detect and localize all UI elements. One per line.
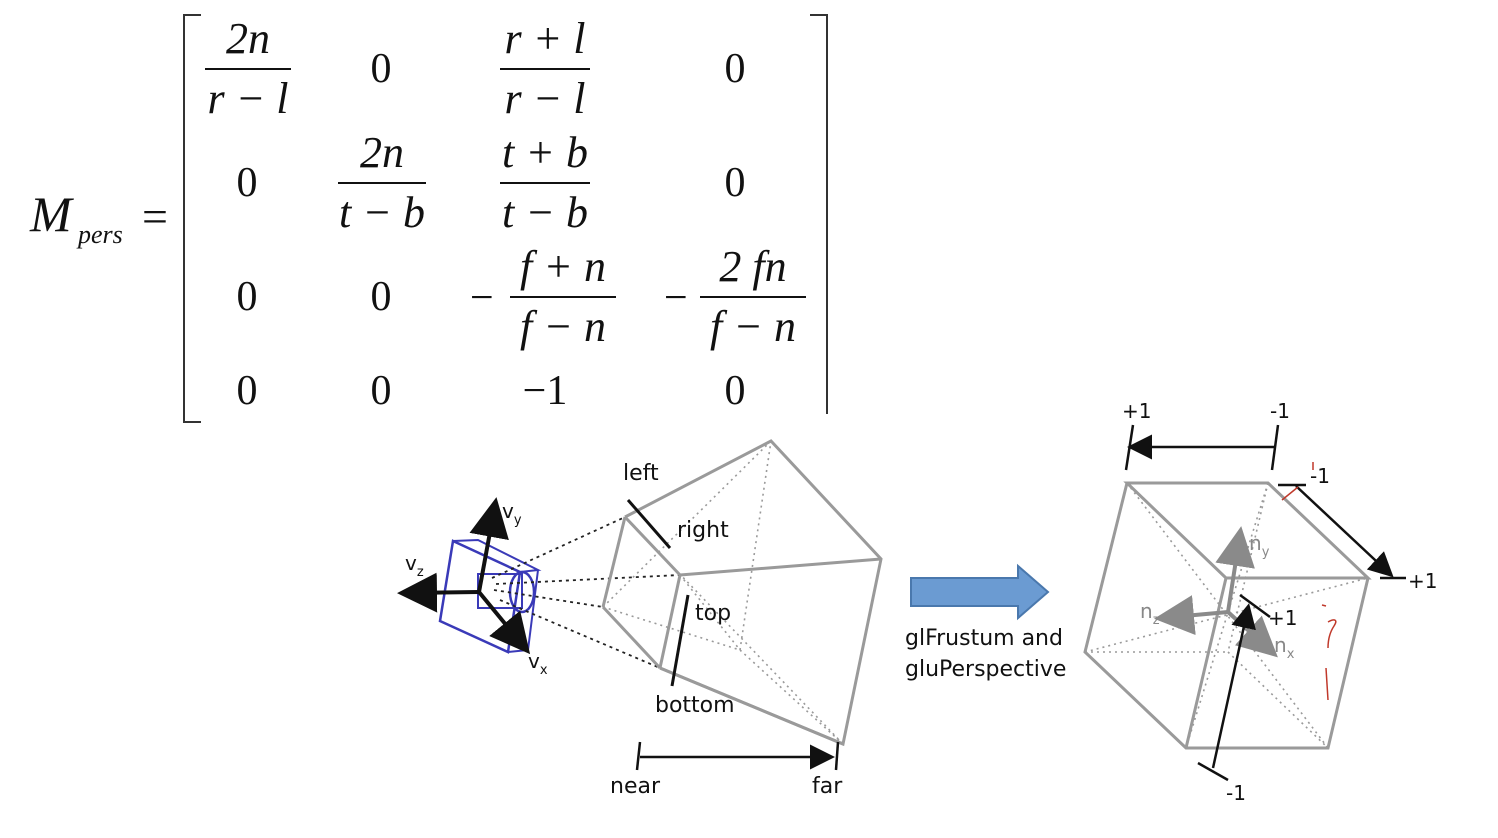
left-right-indicator: [626, 499, 672, 549]
cell-r3c2: −1: [522, 368, 568, 414]
red-annotation-marks: [1281, 462, 1337, 701]
nz-label: nz: [1140, 599, 1160, 628]
camera-axes: [397, 497, 531, 655]
cell-r2c0: 0: [236, 274, 258, 320]
ndc-range-z: [1278, 483, 1406, 580]
center-plus-one: +1: [1268, 606, 1297, 630]
top-plus-one: +1: [1122, 399, 1151, 423]
view-rays: [491, 516, 681, 669]
cell-r3c3: 0: [724, 368, 746, 414]
top-bottom-indicator: [670, 594, 690, 687]
ny-label: ny: [1249, 531, 1270, 560]
transform-arrow: [910, 563, 1050, 621]
far-label: far: [812, 774, 843, 799]
right-label: right: [677, 518, 729, 543]
ndc-range-x: [1124, 424, 1280, 471]
cell-r0c1: 0: [370, 46, 392, 92]
left-bracket: [183, 14, 201, 423]
cell-r0c3: 0: [724, 46, 746, 92]
right-bracket: [810, 14, 828, 414]
cell-r2c3-sign: −: [664, 275, 688, 321]
vx-label: vx: [528, 649, 548, 678]
near-label: near: [610, 774, 661, 799]
near-tick: [635, 741, 642, 771]
matrix-subscript: pers: [78, 220, 123, 249]
camera-icon: [438, 538, 542, 654]
nx-label: nx: [1274, 633, 1295, 662]
cell-r2c1: 0: [370, 274, 392, 320]
cell-r3c1: 0: [370, 368, 392, 414]
left-label: left: [623, 461, 659, 486]
bottom-label: bottom: [655, 693, 735, 718]
right-minus-one: -1: [1310, 464, 1330, 488]
matrix-symbol: M: [30, 186, 72, 242]
cell-r2c2-sign: −: [470, 275, 494, 321]
bottom-minus-one: -1: [1226, 781, 1246, 805]
arrow-caption-line1: glFrustum and: [905, 626, 1063, 651]
arrow-caption-line2: gluPerspective: [905, 657, 1066, 682]
top-minus-one: -1: [1270, 399, 1290, 423]
ndc-range-y: [1197, 593, 1271, 782]
vy-label: vy: [502, 499, 522, 528]
equals-sign: =: [142, 191, 168, 242]
frustum-hidden-edges: [602, 440, 844, 745]
view-frustum: [601, 439, 883, 747]
cell-r3c0: 0: [236, 368, 258, 414]
far-tick: [834, 741, 840, 771]
top-label: top: [695, 601, 731, 626]
cell-r1c3: 0: [724, 160, 746, 206]
right-plus-one: +1: [1408, 569, 1437, 593]
cell-r1c0: 0: [236, 160, 258, 206]
vz-label: vz: [405, 551, 424, 580]
